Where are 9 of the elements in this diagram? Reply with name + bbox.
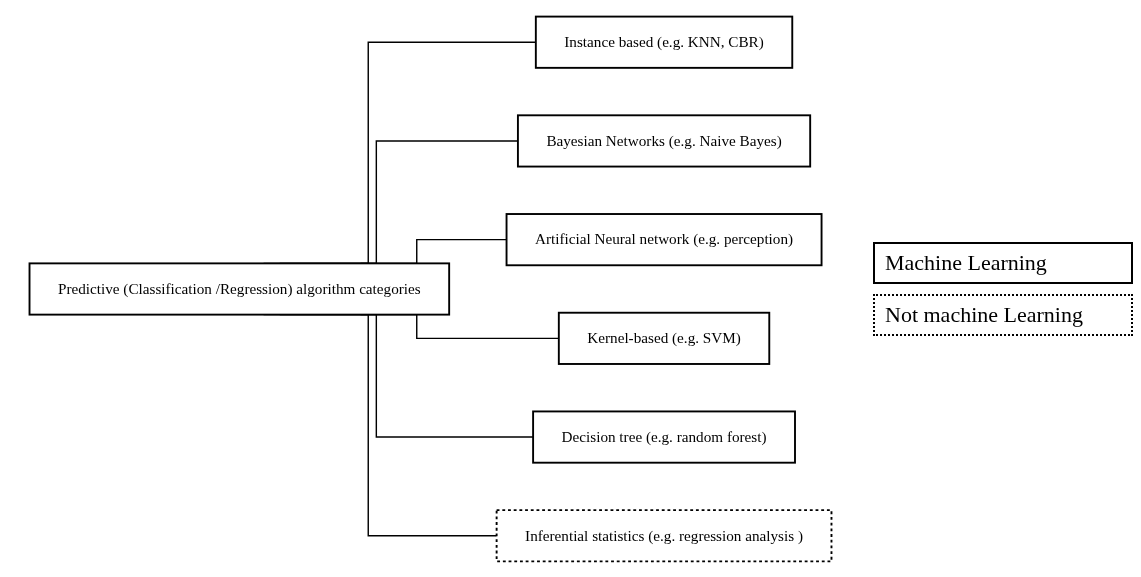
legend-entry: Machine Learning [873, 241, 1133, 284]
node-box: Predictive (Classification /Regression) algorithm categories [28, 261, 451, 316]
node-box: Inferential statistics (e.g. regression analysis ) [495, 508, 833, 562]
node-box: Artificial Neural network (e.g. perception) [505, 212, 823, 266]
node-box: Bayesian Networks (e.g. Naive Bayes) [516, 113, 812, 167]
node-box: Decision tree (e.g. random forest) [532, 410, 796, 464]
legend-entry: Not machine Learning [873, 293, 1133, 336]
node-box: Kernel-based (e.g. SVM) [557, 311, 771, 365]
node-box: Instance based (e.g. KNN, CBR) [534, 15, 794, 69]
